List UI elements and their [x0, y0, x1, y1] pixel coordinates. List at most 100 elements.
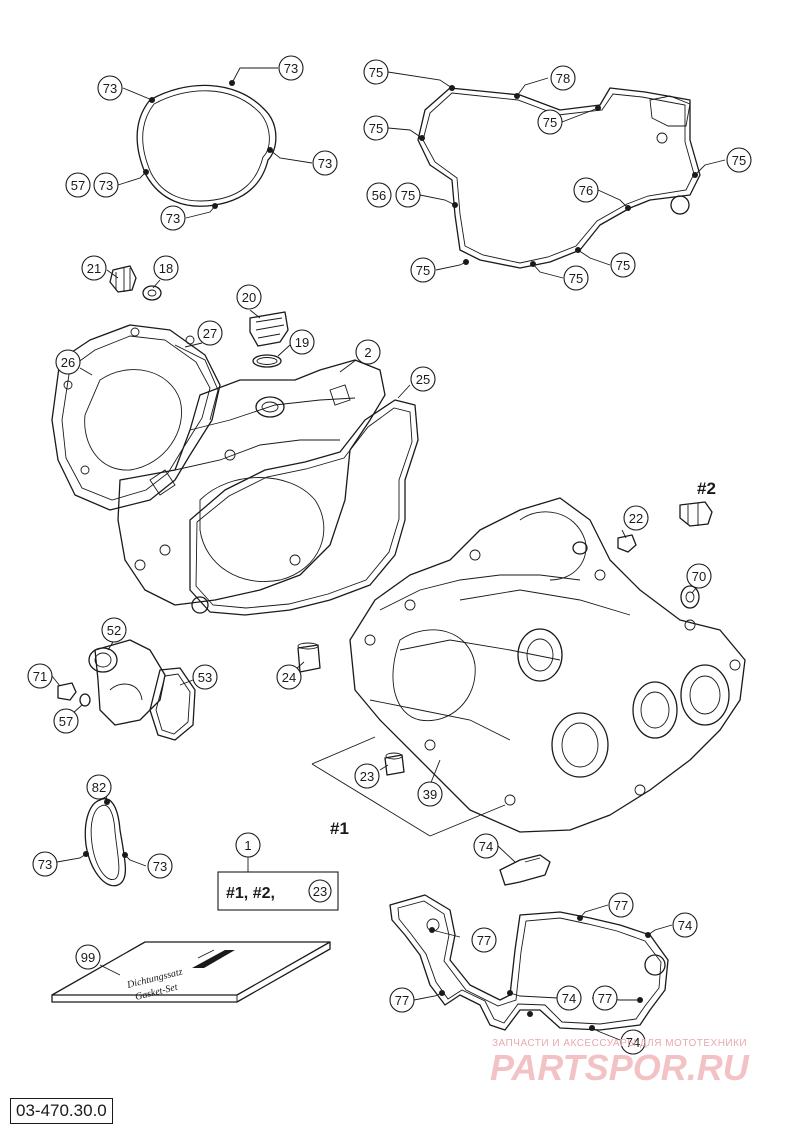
- callout-label: 74: [562, 991, 576, 1006]
- callout-label: 76: [579, 183, 593, 198]
- part-number: 03-470.30.0: [10, 1098, 113, 1124]
- callout: 23: [354, 763, 380, 789]
- callout-label: 21: [87, 261, 101, 276]
- callout-label: 75: [543, 115, 557, 130]
- callout-label: 73: [284, 61, 298, 76]
- callout: 21: [81, 255, 107, 281]
- clutch-cover: [117, 359, 386, 606]
- clutch-gasket: [189, 399, 419, 616]
- callout-label: 75: [401, 188, 415, 203]
- callout: 77: [608, 892, 634, 918]
- small-clip: [499, 854, 551, 886]
- callout: 75: [363, 59, 389, 85]
- callout: 74: [672, 912, 698, 938]
- callout-label: 75: [732, 153, 746, 168]
- crankcase: [349, 497, 746, 833]
- kit-contents-label: #1, #2,: [226, 885, 275, 902]
- water-pump-cover: [57, 639, 196, 741]
- callout-label: 75: [369, 65, 383, 80]
- callout-label: 52: [107, 623, 121, 638]
- callout: 2: [355, 339, 381, 365]
- callout: 53: [192, 664, 218, 690]
- callout: 77: [471, 927, 497, 953]
- callout: 75: [363, 115, 389, 141]
- callout: 74: [556, 985, 582, 1011]
- callout-label: 74: [678, 918, 692, 933]
- callout-label: 53: [198, 670, 212, 685]
- callout-label: 75: [616, 258, 630, 273]
- set-1-label: #1: [330, 819, 349, 838]
- callout-label: 77: [477, 933, 491, 948]
- callout-label: 77: [598, 991, 612, 1006]
- callout: 1: [235, 832, 261, 858]
- callout: 57: [53, 708, 79, 734]
- callout-label: 74: [479, 839, 493, 854]
- callout: 20: [236, 284, 262, 310]
- callout: 73: [32, 851, 58, 877]
- callout-label: 39: [423, 787, 437, 802]
- callout: 78: [550, 65, 576, 91]
- callout: 75: [410, 257, 436, 283]
- callout: 75: [537, 109, 563, 135]
- set1-bracket: [311, 736, 506, 837]
- leader-lines: [51, 67, 726, 1041]
- callout: 73: [97, 75, 123, 101]
- callout-label: 75: [569, 271, 583, 286]
- callout-label: 73: [166, 211, 180, 226]
- callout-label: 1: [244, 838, 251, 853]
- callout: 77: [592, 985, 618, 1011]
- callout-label: 75: [369, 121, 383, 136]
- callout: 75: [610, 252, 636, 278]
- callout: 74: [473, 833, 499, 859]
- callout-label: 56: [372, 188, 386, 203]
- callout-label: 77: [395, 993, 409, 1008]
- callout-label: 22: [629, 511, 643, 526]
- callout: 70: [686, 563, 712, 589]
- callout: 73: [160, 205, 186, 231]
- ignition-cover-gasket: [136, 80, 277, 209]
- outer-clutch-cover: [51, 324, 221, 511]
- callout-label: 78: [556, 71, 570, 86]
- callout-label: 73: [318, 156, 332, 171]
- callout-label: 24: [282, 670, 296, 685]
- callout: 75: [726, 147, 752, 173]
- callout: 24: [276, 664, 302, 690]
- callout: 74: [620, 1029, 646, 1055]
- callout-label: 25: [416, 372, 430, 387]
- callout: 39: [417, 781, 443, 807]
- callout-label: 2: [364, 345, 371, 360]
- callout-label: 73: [99, 178, 113, 193]
- callout: 75: [563, 265, 589, 291]
- kit-suffix-label: 23: [313, 884, 327, 899]
- callout: 26: [55, 349, 81, 375]
- callout: 27: [197, 320, 223, 346]
- callout: 71: [27, 663, 53, 689]
- callout: 73: [147, 853, 173, 879]
- callout: 22: [623, 505, 649, 531]
- callout: 52: [101, 617, 127, 643]
- callout-label: 77: [614, 898, 628, 913]
- callout-label: 75: [416, 263, 430, 278]
- callout-label: 74: [626, 1035, 640, 1050]
- callout-label: 73: [38, 857, 52, 872]
- callout-label: 26: [61, 355, 75, 370]
- callout-label: 82: [92, 780, 106, 795]
- callout-label: 57: [59, 714, 73, 729]
- callout-label: 71: [33, 669, 47, 684]
- callout-label: 27: [203, 326, 217, 341]
- callout: 75: [395, 182, 421, 208]
- kit-box: #1, #2,: [217, 857, 339, 911]
- callout: 76: [573, 177, 599, 203]
- watermark-tagline: ЗАПЧАСТИ И АКСЕССУАРЫ ДЛЯ МОТОТЕХНИКИ: [492, 1038, 747, 1049]
- callout: 19: [289, 329, 315, 355]
- callout: 25: [410, 366, 436, 392]
- callout-label: 99: [81, 950, 95, 965]
- callout: 82: [86, 774, 112, 800]
- small-fittings: [297, 501, 713, 776]
- callout: 73: [93, 172, 119, 198]
- callout: 73: [312, 150, 338, 176]
- oil-filler-plug: [249, 311, 289, 368]
- callout: 73: [278, 55, 304, 81]
- callout-label: 57: [71, 178, 85, 193]
